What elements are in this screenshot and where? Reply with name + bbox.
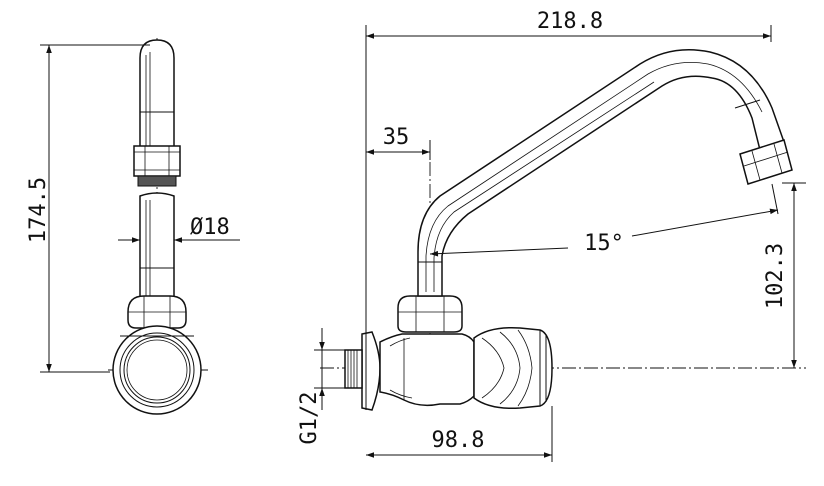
dim-35: 35 [383, 125, 410, 150]
dim-15-deg: 15° [584, 231, 624, 256]
dimension-angle: 15° [429, 183, 779, 257]
dim-102-3: 102.3 [763, 243, 788, 309]
side-view [108, 38, 208, 415]
dim-174-5: 174.5 [26, 177, 51, 243]
dimension-width-total: 218.8 [365, 9, 772, 410]
dim-218-8: 218.8 [537, 9, 603, 34]
dimension-offset: 35 [366, 125, 431, 160]
dimension-height-total: 174.5 [26, 44, 150, 373]
front-view [320, 49, 806, 411]
dimension-spout-height: 102.3 [763, 182, 806, 368]
dim-g1-2: G1/2 [297, 392, 322, 445]
dim-diameter-18: Ø18 [190, 215, 230, 240]
dim-98-8: 98.8 [432, 428, 485, 453]
dimension-body-length: 98.8 [366, 406, 553, 462]
dimension-diameter: Ø18 [118, 215, 240, 243]
dimension-thread: G1/2 [297, 328, 345, 444]
